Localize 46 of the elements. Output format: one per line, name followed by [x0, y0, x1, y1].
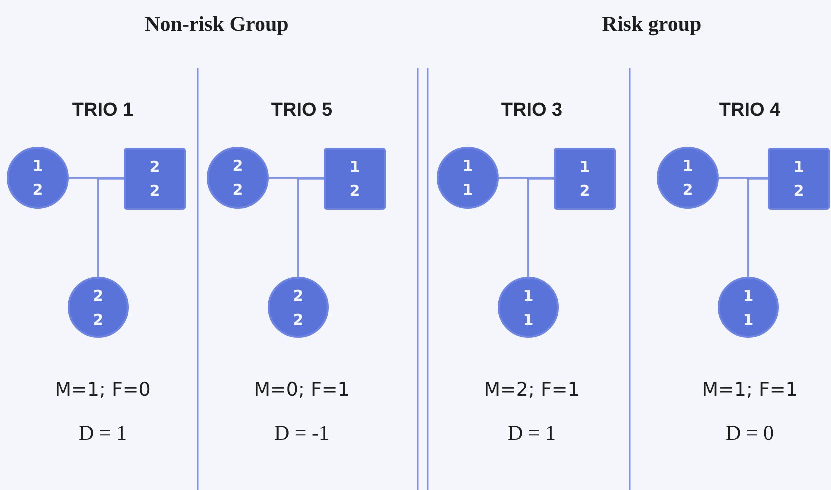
count-label: M=0; F=1: [254, 379, 350, 401]
group-heading: Risk group: [602, 12, 702, 37]
allele-number: 2: [32, 180, 44, 201]
connector-line: [298, 178, 324, 277]
allele-number: 2: [93, 310, 104, 330]
allele-number: 2: [293, 310, 304, 330]
allele-number: 2: [150, 157, 160, 178]
male-square: [324, 148, 386, 210]
trio-label: TRIO 5: [271, 100, 333, 122]
allele-number: 1: [794, 157, 804, 178]
male-square: [554, 148, 616, 210]
trio-label: TRIO 3: [501, 100, 563, 122]
difference-label: D = 1: [508, 421, 556, 446]
connector-line: [748, 178, 768, 277]
allele-number: 1: [523, 286, 534, 306]
allele-number: 2: [232, 156, 244, 177]
difference-label: D = -1: [274, 421, 330, 446]
allele-number: 1: [523, 310, 534, 330]
allele-number: 2: [580, 181, 590, 202]
male-square: [768, 148, 830, 210]
group-heading: Non-risk Group: [145, 12, 289, 37]
allele-number: 1: [743, 310, 754, 330]
male-square: [124, 148, 186, 210]
difference-label: D = 1: [79, 421, 127, 446]
allele-number: 1: [743, 286, 754, 306]
difference-label: D = 0: [726, 421, 774, 446]
allele-number: 1: [350, 157, 360, 178]
allele-number: 2: [794, 181, 804, 202]
allele-number: 2: [93, 286, 104, 306]
allele-number: 1: [580, 157, 590, 178]
trio-label: TRIO 1: [72, 100, 134, 122]
allele-number: 1: [32, 156, 44, 177]
count-label: M=1; F=1: [702, 379, 798, 401]
count-label: M=2; F=1: [484, 379, 580, 401]
allele-number: 2: [350, 181, 360, 202]
allele-number: 1: [462, 156, 474, 177]
trio-label: TRIO 4: [719, 100, 781, 122]
allele-number: 2: [232, 180, 244, 201]
allele-number: 1: [682, 156, 694, 177]
allele-number: 2: [150, 181, 160, 202]
allele-number: 2: [293, 286, 304, 306]
allele-number: 2: [682, 180, 694, 201]
count-label: M=1; F=0: [55, 379, 151, 401]
allele-number: 1: [462, 180, 474, 201]
connector-line: [528, 178, 554, 277]
connector-line: [98, 178, 124, 277]
